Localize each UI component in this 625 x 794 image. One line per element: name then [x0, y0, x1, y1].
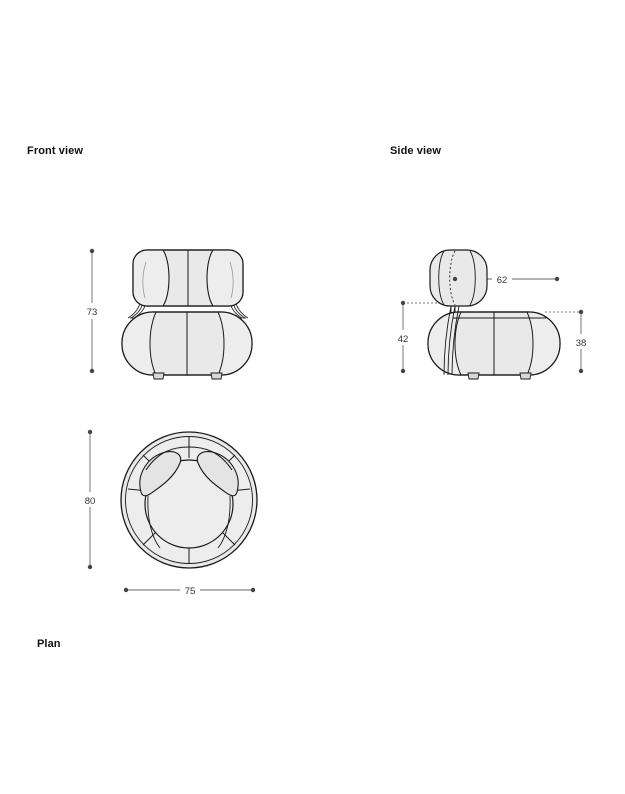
- plan-view-label: Plan: [37, 638, 61, 650]
- front-view-group: 73: [82, 248, 253, 380]
- side-backrest: [429, 249, 488, 307]
- dimension-plan-width-value: 75: [185, 586, 196, 597]
- front-backrest: [132, 249, 244, 307]
- side-view-group: 62 42 38: [394, 249, 591, 380]
- dimension-side-back-height-value: 42: [398, 334, 409, 345]
- side-seat-base: [427, 311, 561, 376]
- dimension-plan-depth: 80: [80, 429, 100, 570]
- dimension-front-height: 73: [82, 248, 102, 374]
- plan-seat-circle: [144, 459, 234, 549]
- side-frame-curves: [443, 305, 546, 376]
- dimension-plan-width: 75: [123, 582, 256, 597]
- dimension-side-back-height: 42: [394, 300, 437, 374]
- plan-backrest-arc: [145, 446, 233, 471]
- dimension-side-seat-height: 38: [545, 309, 591, 374]
- front-feet: [152, 372, 223, 380]
- front-seat-base: [121, 311, 253, 376]
- plan-front-seam: [147, 495, 231, 549]
- front-view-label: Front view: [27, 145, 84, 157]
- dimension-plan-depth-value: 80: [85, 496, 96, 507]
- dimension-side-depth-value: 62: [497, 275, 508, 286]
- side-view-label: Side view: [390, 145, 442, 157]
- plan-view-group: 80 75: [80, 429, 258, 597]
- side-feet: [467, 372, 532, 380]
- plan-bolsters: [139, 451, 239, 497]
- dimension-side-seat-height-value: 38: [576, 338, 587, 349]
- dimension-front-height-value: 73: [87, 307, 98, 318]
